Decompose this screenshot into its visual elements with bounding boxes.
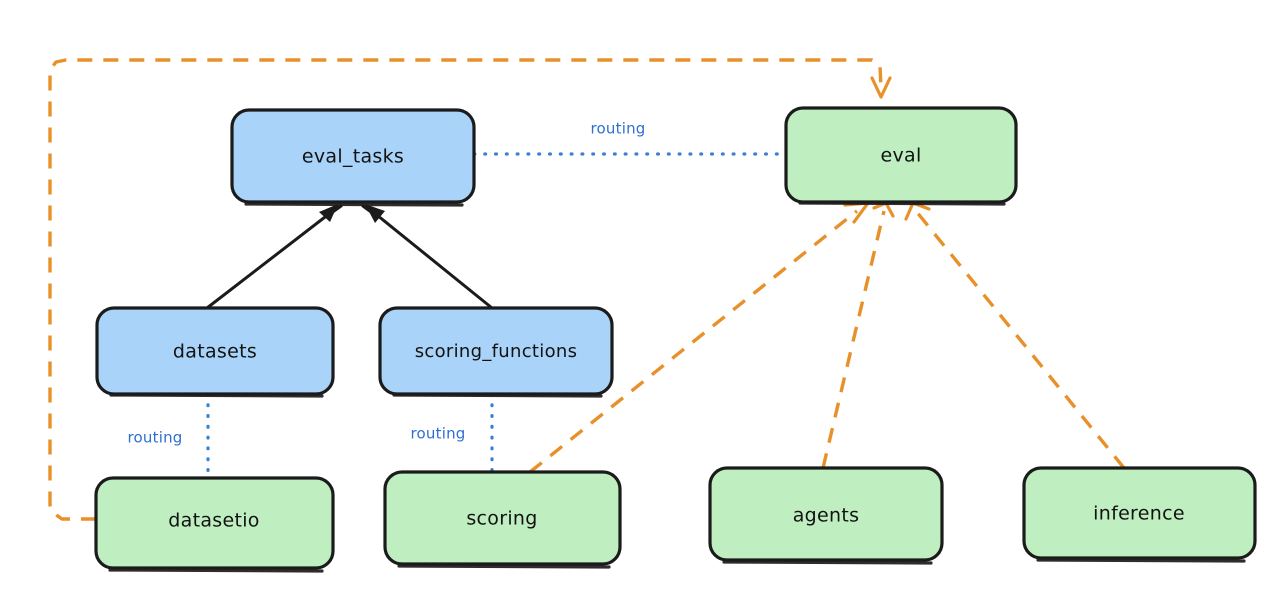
node-datasetio-label: datasetio: [168, 510, 259, 532]
node-scoring-shadow: [397, 564, 611, 569]
node-scoring_functions[interactable]: scoring_functions: [378, 306, 614, 398]
node-eval_tasks[interactable]: eval_tasks: [230, 108, 476, 207]
edge-inference-eval-arrowhead: [904, 201, 931, 221]
edge-datasets-eval_tasks-arrowhead-stroke: [325, 204, 343, 218]
node-eval_tasks-shape: [230, 108, 476, 204]
node-inference[interactable]: inference: [1022, 466, 1257, 563]
edge-datasetio-eval-arrowhead: [870, 76, 892, 99]
node-scoring_functions-shape: [378, 306, 614, 396]
edge-agents-eval: [821, 201, 895, 469]
node-inference-shape: [1022, 466, 1257, 560]
node-datasetio[interactable]: datasetio: [94, 476, 335, 573]
node-eval[interactable]: eval: [784, 106, 1018, 206]
node-agents-label: agents: [793, 505, 860, 527]
edge-scoring-eval-path: [528, 209, 859, 474]
edge-datasets-datasetio: routing: [128, 392, 210, 480]
edge-datasetio-eval-path: [48, 58, 883, 521]
node-scoring-shape: [383, 470, 622, 566]
edge-agents-eval-path: [821, 210, 886, 469]
edge-scoring_functions-eval_tasks: [361, 204, 494, 310]
node-inference-shadow: [1036, 558, 1246, 563]
node-scoring[interactable]: scoring: [383, 470, 622, 569]
edge-datasets-eval_tasks-path: [205, 205, 340, 310]
edge-label-routing-scoring_functions-scoring: routing: [411, 425, 466, 443]
node-layer: eval_tasks eval datasets scoring_functio…: [94, 106, 1257, 573]
edge-layer: routing routing routing: [48, 58, 1126, 521]
edge-scoring_functions-eval_tasks-path: [365, 205, 494, 310]
node-eval-label: eval: [880, 145, 921, 167]
node-datasetio-shadow: [108, 568, 324, 573]
node-scoring-label: scoring: [466, 508, 537, 530]
edge-inference-eval: [904, 201, 1126, 470]
node-scoring_functions-label: scoring_functions: [415, 341, 578, 362]
node-inference-label: inference: [1093, 503, 1185, 525]
node-datasets-shape: [95, 306, 335, 396]
node-agents-shadow: [722, 560, 933, 565]
edge-datasetio-eval: [48, 58, 892, 521]
edge-datasets-eval_tasks: [205, 204, 343, 310]
node-agents[interactable]: agents: [708, 466, 944, 565]
node-eval_tasks-label: eval_tasks: [302, 146, 404, 168]
node-datasets-label: datasets: [173, 341, 257, 363]
node-datasetio-shape: [94, 476, 335, 570]
node-datasets[interactable]: datasets: [95, 306, 335, 398]
edge-scoring_functions-scoring: routing: [411, 392, 494, 474]
node-eval-shape: [784, 106, 1018, 204]
edge-label-routing-eval_tasks-eval: routing: [591, 120, 646, 138]
node-eval_tasks-shadow: [244, 202, 464, 207]
edge-eval_tasks-eval: routing: [472, 120, 788, 156]
edge-scoring_functions-eval_tasks-arrowhead-stroke: [361, 204, 380, 219]
edge-inference-eval-path: [914, 209, 1126, 470]
node-agents-shape: [708, 466, 944, 562]
edge-label-routing-datasets-datasetio: routing: [128, 429, 183, 447]
